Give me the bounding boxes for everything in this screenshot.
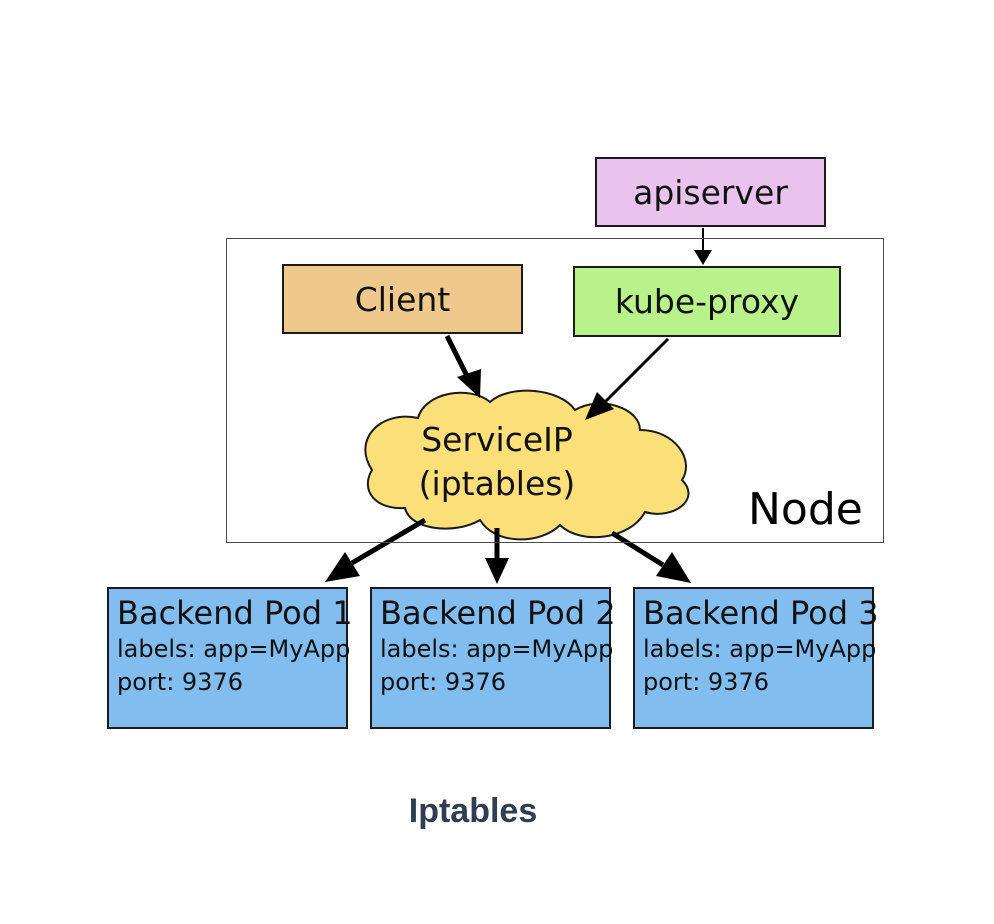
kube-proxy-box: kube-proxy [573,266,841,337]
arrowhead-service-to-pod-2 [485,558,509,584]
node-frame [226,238,884,543]
pod-title: Backend Pod 2 [380,594,616,632]
pod-labels: labels: app=MyApp [643,635,877,663]
arrowhead-kube-proxy-to-service [585,392,614,420]
arrowhead-service-to-pod-3 [656,552,691,583]
arrow-service-to-pod-1 [350,517,427,566]
pod-port: port: 9376 [117,668,243,696]
service-ip-label: ServiceIP (iptables) [382,418,612,506]
pod-title: Backend Pod 1 [117,594,353,632]
node-label: Node [748,484,863,535]
apiserver-box: apiserver [595,157,826,227]
service-ip-line1: ServiceIP [421,420,573,459]
kube-proxy-label: kube-proxy [614,282,800,321]
client-label: Client [354,279,451,319]
arrow-client-to-service [444,334,471,380]
backend-pod-2: Backend Pod 2 labels: app=MyApp port: 93… [370,587,616,729]
arrow-service-to-pod-3 [610,530,665,568]
arrowhead-service-to-pod-1 [325,552,360,582]
arrowhead-client-to-service [457,369,481,398]
backend-pod-1: Backend Pod 1 labels: app=MyApp port: 93… [107,587,353,729]
service-ip-line2: (iptables) [418,464,576,503]
pod-port: port: 9376 [380,668,506,696]
apiserver-label: apiserver [633,172,788,212]
arrowhead-apiserver-to-kube-proxy [694,250,712,265]
client-box: Client [282,264,523,334]
backend-pod-3: Backend Pod 3 labels: app=MyApp port: 93… [633,587,879,729]
figure-caption: Iptables [408,792,538,830]
pod-port: port: 9376 [643,668,769,696]
pod-labels: labels: app=MyApp [117,635,351,663]
arrow-kube-proxy-to-service [603,337,670,404]
pod-labels: labels: app=MyApp [380,635,614,663]
service-ip-cloud [364,389,690,541]
pod-title: Backend Pod 3 [643,594,879,632]
